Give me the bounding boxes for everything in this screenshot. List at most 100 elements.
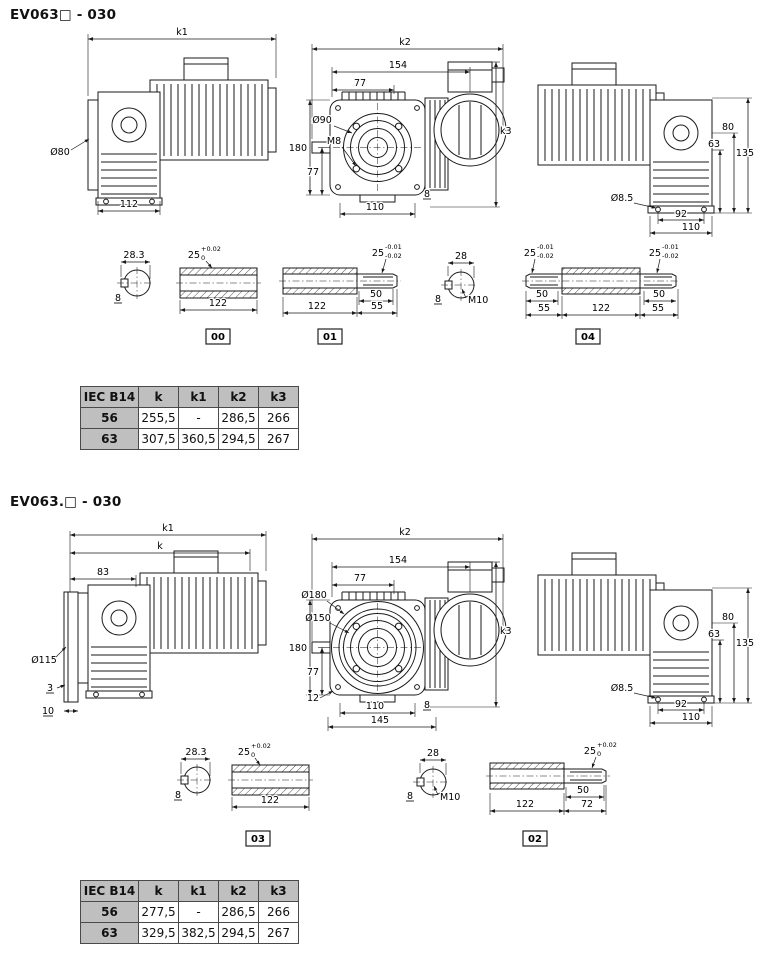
dia-90-label: Ø90 [312,115,332,126]
table1-col-k3: k3 [258,386,299,408]
dim-154-label: 154 [389,60,407,71]
tol-upper: -0.01 [385,243,402,251]
tol-upper: +0.02 [597,741,617,749]
dim-180-label: 180 [289,643,307,654]
dim-10-label: 10 [42,706,54,717]
dim-110-label: 110 [366,202,384,213]
m8-label: M8 [327,136,341,147]
dim-80-label: 80 [722,122,734,133]
dim-135-label: 135 [736,638,754,649]
tol-lower: 0 [597,750,601,758]
table2-row-56: 56 277,5 - 286,5 266 [80,901,299,923]
dia-180-label: Ø180 [301,590,327,601]
dim-50-label: 50 [577,785,589,796]
tol-upper-right: -0.01 [662,243,679,251]
dim-8-label: 8 [424,189,430,200]
tol-lower: 0 [251,751,255,759]
shaft-detail-m10-2: 28 M10 8 [406,747,462,805]
dim-77-top-label: 77 [354,78,366,89]
tag-02: 02 [528,834,542,845]
dia-150-label: Ø150 [305,613,331,624]
cell-k: 277,5 [138,901,179,923]
tag-04: 04 [581,332,595,343]
tol-upper: +0.02 [201,245,221,253]
table1-col-iec: IEC B14 [80,386,139,408]
shaft-detail-02: 25 +0.02 0 50 122 72 02 [485,740,618,847]
cell-k2: 286,5 [218,407,259,429]
dim-72-label: 72 [581,799,593,810]
table2-col-k2: k2 [218,880,259,902]
dim-77-top-label: 77 [354,573,366,584]
row-label: 56 [80,901,139,923]
tag-box-01 [317,328,343,345]
dim-77-left-label: 77 [307,667,319,678]
shaft-detail-01: 25 -0.01 -0.02 50 122 55 01 [278,242,403,345]
tol-lower-left: -0.02 [537,252,554,260]
dim-110-right-label: 110 [682,712,700,723]
view-side-right-2: 63 80 135 Ø8.5 92 110 [538,553,755,727]
dim-k1-label: k1 [176,27,188,38]
cell-k1: - [178,407,219,429]
cell-k3: 267 [258,922,299,944]
row-label: 63 [80,428,139,450]
dim-25-label: 25 [372,248,384,259]
dim-k-label: k [157,541,163,552]
dim-110-label: 110 [366,701,384,712]
dim-122-label: 122 [308,301,326,312]
dim-145-label: 145 [371,715,389,726]
dim-k2-label: k2 [399,37,411,48]
dim-180-label: 180 [289,143,307,154]
cell-k: 255,5 [138,407,179,429]
tol-lower-right: -0.02 [662,252,679,260]
tol-lower: 0 [201,254,205,262]
table1-col-k1: k1 [178,386,219,408]
dim-28-3-label: 28.3 [185,747,206,758]
tol-upper: +0.02 [251,742,271,750]
view-side-left-1: k1 Ø80 112 [49,26,276,215]
view-front-2: k2 154 77 Ø180 Ø150 180 77 12 110 [288,526,513,731]
dim-28-label: 28 [427,748,439,759]
dia-8-5-label: Ø8.5 [611,683,634,694]
section-1-drawings: k1 Ø80 112 k2 154 77 Ø90 M8 [49,26,755,345]
view-side-left-2: k1 k 83 Ø115 3 10 [30,522,266,718]
cell-k3: 267 [258,428,299,450]
dim-k3-label: k3 [500,626,512,637]
dim-k3-label: k3 [500,126,512,137]
shaft-detail-03: 28.3 8 25 +0.02 0 122 03 [174,741,314,847]
section-2-drawings: k1 k 83 Ø115 3 10 k2 [30,522,755,847]
dim-28-label: 28 [455,251,467,262]
tag-box-03 [245,830,271,847]
table1-row-63: 63 307,5 360,5 294,5 267 [80,428,299,450]
dim-122-label: 122 [516,799,534,810]
dimension-table-1: IEC B14 k k1 k2 k3 56 255,5 - 286,5 266 … [80,386,299,450]
dim-key8-label: 8 [115,293,121,304]
cell-k1: - [178,901,219,923]
dim-80-label: 80 [722,612,734,623]
dim-50-left-label: 50 [536,289,548,300]
dim-112-label: 112 [120,199,138,210]
cell-k3: 266 [258,407,299,429]
dim-92-label: 92 [675,699,687,710]
dim-25-label: 25 [188,250,200,261]
cell-k1: 382,5 [178,922,219,944]
dim-12-label: 12 [307,693,319,704]
view-side-right-1: 63 80 135 Ø8.5 92 110 [538,63,755,237]
row-label: 63 [80,922,139,944]
shaft-detail-m10-1: 28 M10 8 [434,250,490,308]
dim-k2-label: k2 [399,527,411,538]
dim-55-label: 55 [371,301,383,312]
table2-row-63: 63 329,5 382,5 294,5 267 [80,922,299,944]
dimension-table-2: IEC B14 k k1 k2 k3 56 277,5 - 286,5 266 … [80,880,299,944]
tol-lower: -0.02 [385,252,402,260]
dim-92-label: 92 [675,209,687,220]
tag-box-02 [522,830,548,847]
table2-col-k1: k1 [178,880,219,902]
m10-label: M10 [440,792,460,803]
dim-135-label: 135 [736,148,754,159]
dim-55-right-label: 55 [652,303,664,314]
tag-01: 01 [323,332,337,343]
dim-25-left-label: 25 [524,248,536,259]
cell-k3: 266 [258,901,299,923]
shaft-detail-04: 25 -0.01 -0.02 25 -0.01 -0.02 50 55 122 … [521,242,681,345]
